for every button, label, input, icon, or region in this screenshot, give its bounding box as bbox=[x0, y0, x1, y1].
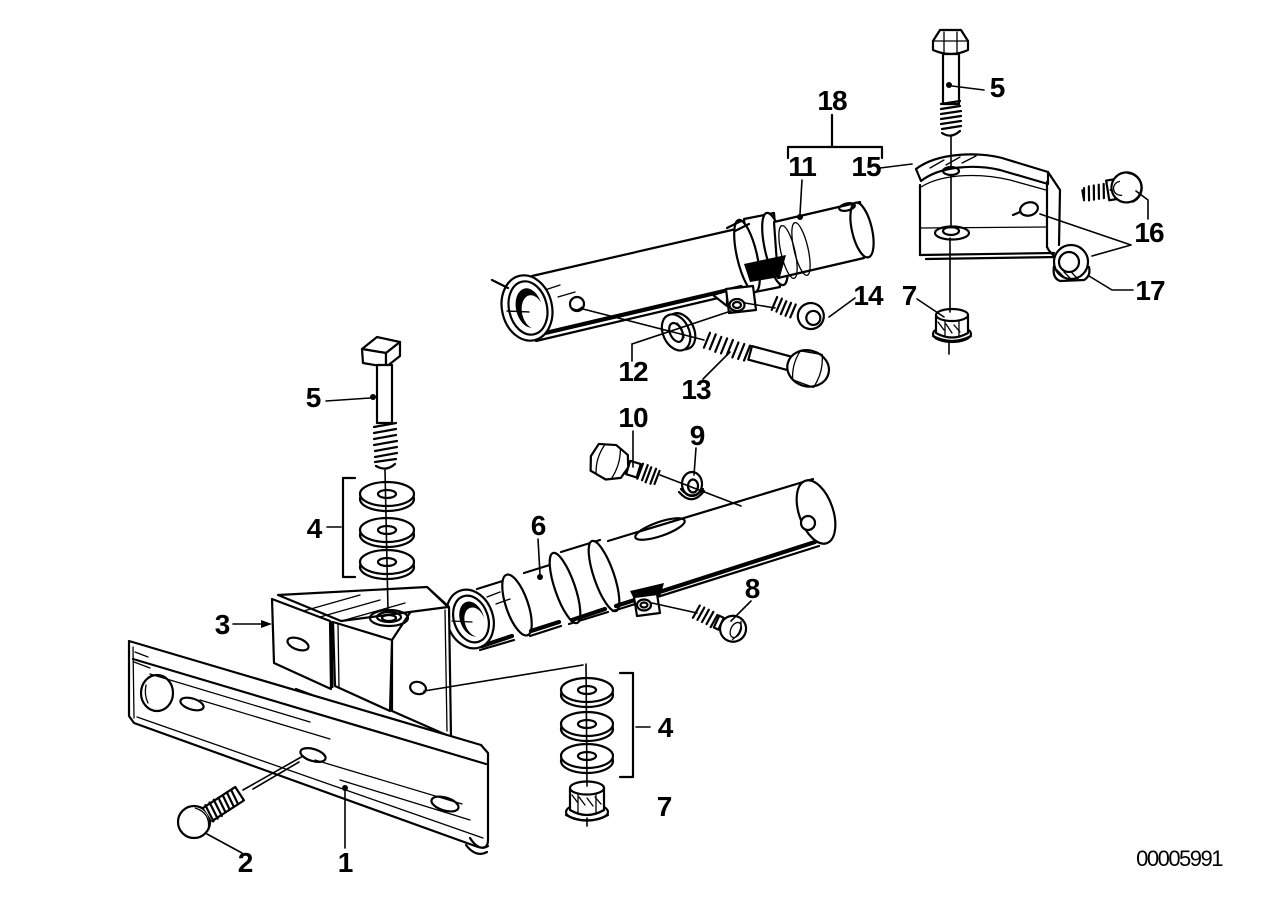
part-2-round-screw bbox=[176, 785, 246, 840]
part-7-hex-nut-bottom bbox=[564, 780, 610, 822]
part-12-washer bbox=[660, 312, 697, 352]
part-1-mounting-plate bbox=[127, 639, 490, 855]
callout-labels: 18 11 15 5 16 17 7 14 12 13 5 10 9 4 6 3… bbox=[215, 72, 1166, 878]
callout-brackets bbox=[326, 113, 884, 779]
callout-4-left: 4 bbox=[307, 513, 323, 544]
drawing-number: 00005991 bbox=[1136, 846, 1223, 871]
callout-18: 18 bbox=[817, 85, 847, 116]
callout-12: 12 bbox=[618, 356, 648, 387]
washer bbox=[358, 480, 416, 513]
callout-17: 17 bbox=[1135, 275, 1165, 306]
callout-13: 13 bbox=[681, 374, 711, 405]
callout-15: 15 bbox=[851, 151, 881, 182]
callout-5-top: 5 bbox=[990, 72, 1005, 103]
part-13-hex-bolt bbox=[702, 331, 831, 389]
part-6-lower-tube bbox=[445, 477, 837, 653]
callout-5-left: 5 bbox=[306, 382, 321, 413]
part-16-screw-and-washer bbox=[1081, 171, 1143, 204]
part-5-hex-bolt-left bbox=[360, 335, 402, 470]
callout-4-bottom: 4 bbox=[658, 712, 674, 743]
callout-8: 8 bbox=[745, 573, 760, 604]
callout-7-right: 7 bbox=[902, 280, 917, 311]
callout-1: 1 bbox=[338, 847, 353, 878]
callout-7-bottom: 7 bbox=[657, 791, 672, 822]
callout-14: 14 bbox=[853, 280, 884, 311]
callout-2: 2 bbox=[238, 847, 253, 878]
part-9-clip bbox=[677, 470, 706, 501]
part-3-support-bracket bbox=[270, 585, 453, 739]
callout-3: 3 bbox=[215, 609, 230, 640]
callout-6: 6 bbox=[531, 510, 546, 541]
part-5-hex-bolt-top bbox=[931, 28, 970, 137]
part-8-screw bbox=[691, 604, 748, 643]
part-7-hex-nut-right bbox=[931, 307, 973, 344]
callout-10: 10 bbox=[618, 402, 648, 433]
callout-9: 9 bbox=[690, 420, 705, 451]
part-17-cap-nut bbox=[1052, 243, 1091, 283]
callout-11: 11 bbox=[788, 151, 816, 182]
part-14-screw bbox=[770, 295, 825, 331]
part-10-screw bbox=[589, 442, 661, 486]
part-15-clamp-bracket bbox=[914, 153, 1062, 261]
part-11-upper-tube bbox=[500, 200, 875, 343]
callout-16: 16 bbox=[1134, 217, 1164, 248]
leader-lines bbox=[206, 82, 1149, 854]
